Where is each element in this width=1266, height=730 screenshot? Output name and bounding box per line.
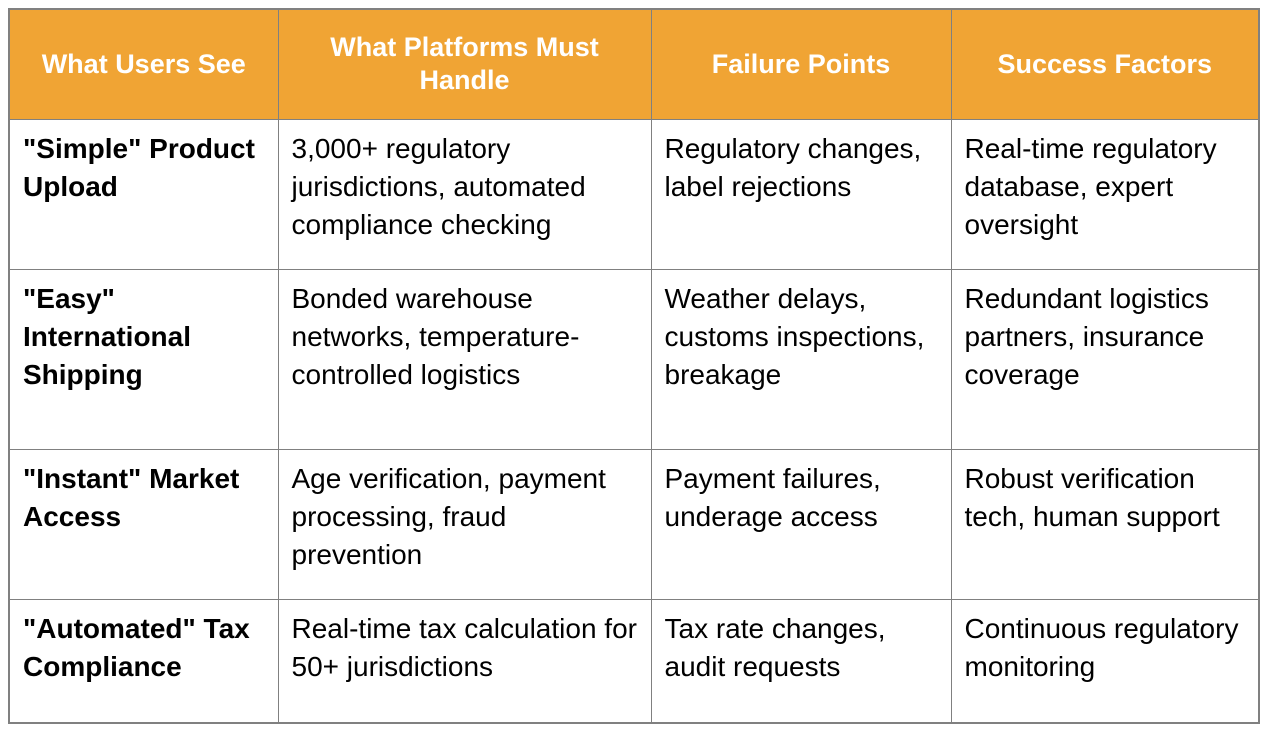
table-row: "Easy" International Shipping Bonded war…: [8, 268, 1260, 450]
table-row: "Automated" Tax Compliance Real-time tax…: [8, 598, 1260, 724]
cell-failure-points: Tax rate changes, audit requests: [650, 598, 952, 724]
cell-users-see: "Simple" Product Upload: [8, 118, 279, 270]
table-header: What Users See What Platforms Must Handl…: [8, 8, 1260, 120]
comparison-table: What Users See What Platforms Must Handl…: [8, 8, 1260, 724]
cell-success-factors: Real-time regulatory database, expert ov…: [950, 118, 1260, 270]
cell-success-factors: Robust verification tech, human support: [950, 448, 1260, 600]
cell-failure-points: Regulatory changes, label rejections: [650, 118, 952, 270]
cell-failure-points: Payment failures, underage access: [650, 448, 952, 600]
column-header-what-platforms-must-handle: What Platforms Must Handle: [277, 8, 652, 120]
column-header-success-factors: Success Factors: [950, 8, 1260, 120]
cell-users-see: "Easy" International Shipping: [8, 268, 279, 450]
cell-users-see: "Instant" Market Access: [8, 448, 279, 600]
cell-users-see: "Automated" Tax Compliance: [8, 598, 279, 724]
table-row: "Instant" Market Access Age verification…: [8, 448, 1260, 600]
cell-success-factors: Continuous regulatory monitoring: [950, 598, 1260, 724]
cell-success-factors: Redundant logistics partners, insurance …: [950, 268, 1260, 450]
column-header-what-users-see: What Users See: [8, 8, 279, 120]
table-body: "Simple" Product Upload 3,000+ regulator…: [8, 118, 1260, 724]
cell-failure-points: Weather delays, customs inspections, bre…: [650, 268, 952, 450]
column-header-failure-points: Failure Points: [650, 8, 952, 120]
cell-platforms-handle: 3,000+ regulatory jurisdictions, automat…: [277, 118, 652, 270]
cell-platforms-handle: Age verification, payment processing, fr…: [277, 448, 652, 600]
table-row: "Simple" Product Upload 3,000+ regulator…: [8, 118, 1260, 270]
cell-platforms-handle: Real-time tax calculation for 50+ jurisd…: [277, 598, 652, 724]
cell-platforms-handle: Bonded warehouse networks, temperature-c…: [277, 268, 652, 450]
header-row: What Users See What Platforms Must Handl…: [8, 8, 1260, 120]
